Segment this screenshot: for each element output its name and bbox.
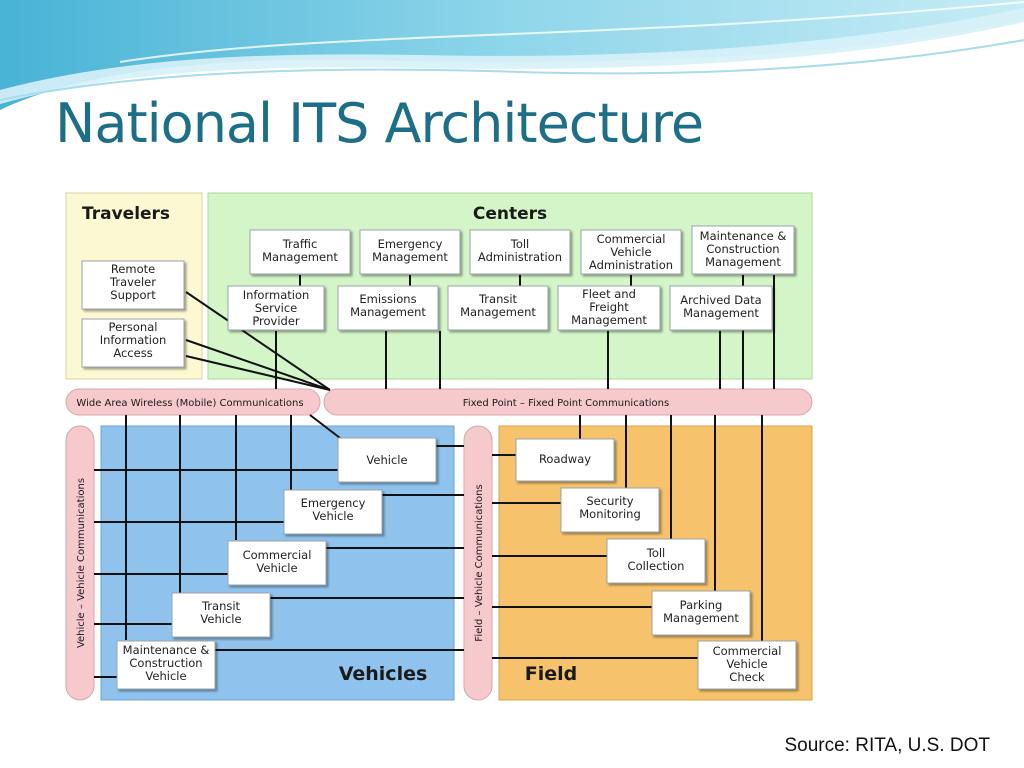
connector-lines [94,275,775,678]
svg-text:Vehicle: Vehicle [366,453,407,467]
vehicles-region-title: Vehicles [339,663,428,685]
svg-text:Roadway: Roadway [539,452,591,466]
page-title: National ITS Architecture [55,92,704,155]
vehicle-vehicle-label: Vehicle – Vehicle Communications [76,478,87,648]
fixed-point-label: Fixed Point – Fixed Point Communications [463,398,669,409]
field-roadway: Roadway [515,438,615,482]
field-region-title: Field [525,663,578,685]
vehicle-vehicle: Vehicle [337,437,437,483]
source-citation: Source: RITA, U.S. DOT [784,735,990,756]
wide-area-wireless-bar [65,388,321,416]
centers-region-title: Centers [473,204,547,224]
field-vehicle-label: Field – Vehicle Communications [474,484,485,641]
header-wave-decoration [0,0,1024,110]
vehicle-vehicle-bar [65,425,95,701]
field-vehicle-bar [463,425,493,701]
wide-area-wireless-label: Wide Area Wireless (Mobile) Communicatio… [76,398,303,409]
fixed-point-bar [323,388,813,416]
travelers-region-title: Travelers [82,204,170,224]
